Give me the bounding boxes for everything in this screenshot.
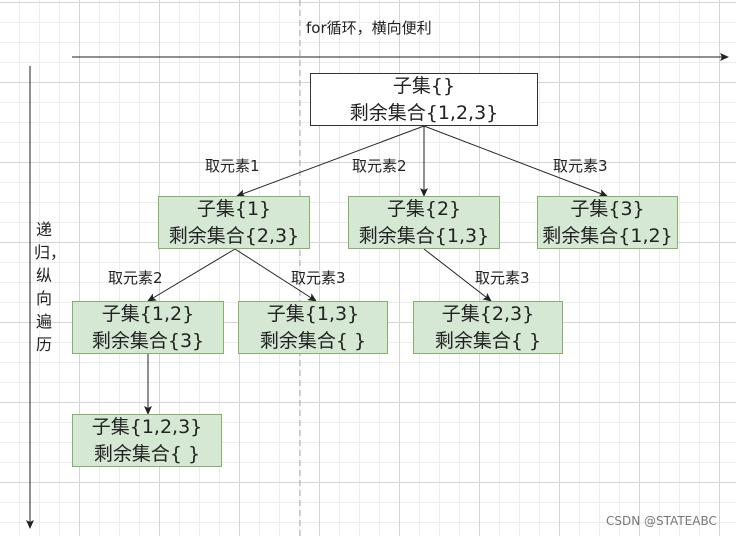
node-subset-text: 子集{}	[392, 74, 456, 97]
node-remaining-text: 剩余集合{1,3}	[358, 224, 490, 247]
edge-label-root-n2: 取元素2	[352, 157, 407, 175]
node-subset-3[interactable]: 子集{3} 剩余集合{1,2}	[537, 196, 678, 249]
node-subset-1[interactable]: 子集{1} 剩余集合{2,3}	[158, 196, 310, 249]
node-remaining-text: 剩余集合{1,2,3}	[349, 101, 499, 124]
node-subset-text: 子集{1,2,3}	[91, 415, 203, 438]
node-subset-2-3[interactable]: 子集{2,3} 剩余集合{ }	[413, 301, 563, 354]
edge-root-n1	[236, 125, 425, 197]
edge-label-n1-n13: 取元素3	[291, 269, 346, 287]
watermark-text: CSDN @STATEABC	[606, 514, 717, 528]
node-root[interactable]: 子集{} 剩余集合{1,2,3}	[310, 73, 538, 126]
edge-n1-n12	[147, 248, 236, 302]
edge-label-n1-n12: 取元素2	[108, 269, 163, 287]
node-remaining-text: 剩余集合{ }	[93, 442, 201, 465]
node-subset-1-3[interactable]: 子集{1,3} 剩余集合{ }	[238, 301, 388, 354]
edge-n2-n23	[423, 248, 492, 302]
edge-label-n2-n23: 取元素3	[475, 269, 530, 287]
node-remaining-text: 剩余集合{ }	[434, 329, 542, 352]
horizontal-axis-label: for循环，横向便利	[306, 19, 432, 37]
node-subset-text: 子集{1,2}	[101, 302, 195, 325]
edge-label-root-n1: 取元素1	[205, 157, 260, 175]
node-subset-text: 子集{3}	[570, 197, 645, 220]
edge-root-n3	[423, 125, 608, 197]
node-remaining-text: 剩余集合{2,3}	[168, 224, 300, 247]
node-remaining-text: 剩余集合{3}	[91, 329, 205, 352]
node-subset-1-2[interactable]: 子集{1,2} 剩余集合{3}	[72, 301, 224, 354]
vertical-axis-label: 递归，纵向遍历	[34, 220, 67, 354]
node-subset-text: 子集{2}	[386, 197, 462, 220]
node-subset-text: 子集{2,3}	[441, 302, 535, 325]
edge-label-root-n3: 取元素3	[553, 157, 608, 175]
node-subset-2[interactable]: 子集{2} 剩余集合{1,3}	[348, 196, 500, 249]
node-subset-text: 子集{1,3}	[266, 302, 360, 325]
node-subset-text: 子集{1}	[196, 197, 272, 220]
edge-n1-n13	[234, 248, 317, 302]
node-remaining-text: 剩余集合{ }	[259, 329, 367, 352]
node-subset-1-2-3[interactable]: 子集{1,2,3} 剩余集合{ }	[72, 414, 222, 467]
node-remaining-text: 剩余集合{1,2}	[542, 224, 673, 247]
